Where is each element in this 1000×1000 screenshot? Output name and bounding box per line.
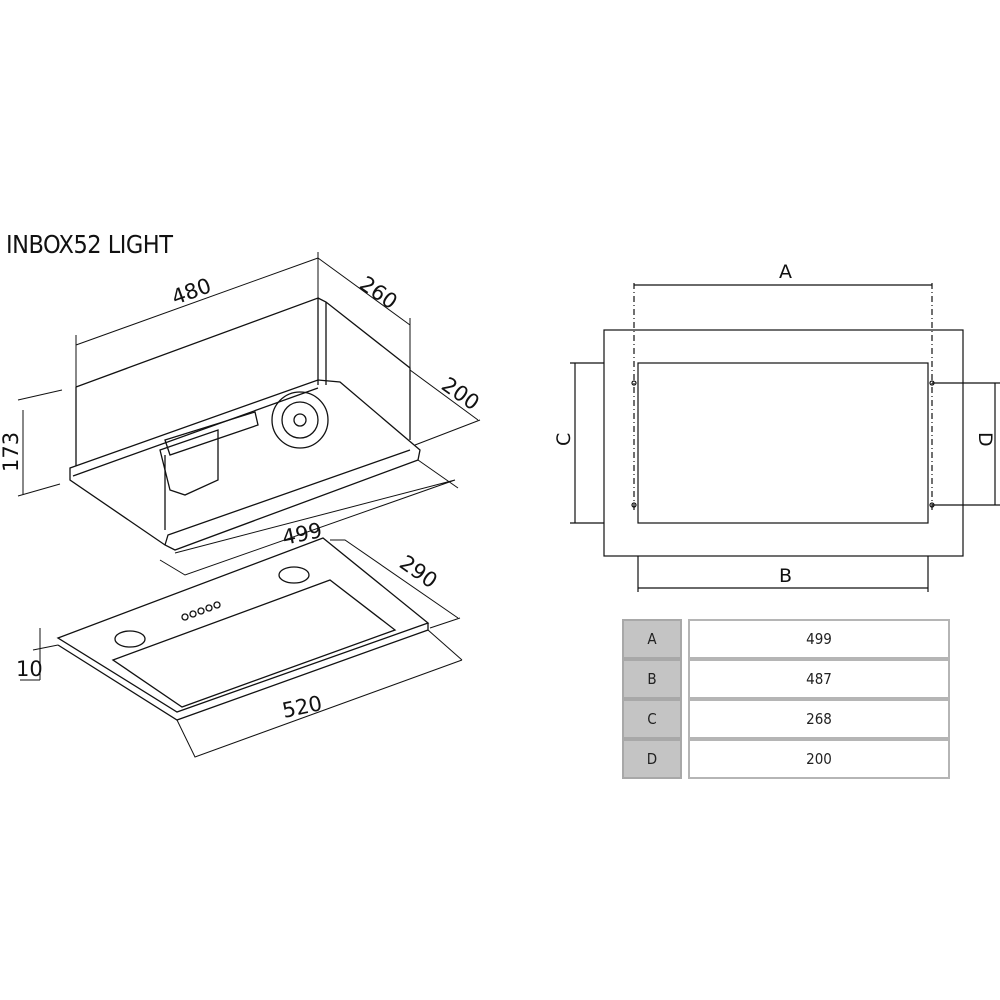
dim-width-top: 480 xyxy=(169,273,215,309)
dim-height: 173 xyxy=(0,432,23,472)
hood-body-drawing xyxy=(56,297,430,721)
row-key: B xyxy=(622,659,682,699)
cutout-label-c: C xyxy=(553,433,575,446)
row-key: D xyxy=(622,739,682,779)
row-value: 268 xyxy=(688,699,950,739)
dim-width-bottom: 499 xyxy=(280,518,324,550)
row-value: 499 xyxy=(688,619,950,659)
dim-depth-top: 260 xyxy=(355,271,402,314)
product-title: INBOX52 LIGHT xyxy=(6,230,173,259)
dim-panel-width: 520 xyxy=(280,691,324,723)
dim-depth-side: 200 xyxy=(437,372,484,415)
row-value: 200 xyxy=(688,739,950,779)
row-key: C xyxy=(622,699,682,739)
dimension-lines xyxy=(17,252,481,758)
cutout-label-a: A xyxy=(779,261,792,283)
cutout-label-d: D xyxy=(974,432,996,447)
cutout-label-b: B xyxy=(779,565,792,587)
dim-panel-depth: 290 xyxy=(395,550,442,593)
row-value: 487 xyxy=(688,659,950,699)
row-key: A xyxy=(622,619,682,659)
cutout-drawing xyxy=(570,283,1000,592)
dim-panel-thickness: 10 xyxy=(16,657,43,681)
